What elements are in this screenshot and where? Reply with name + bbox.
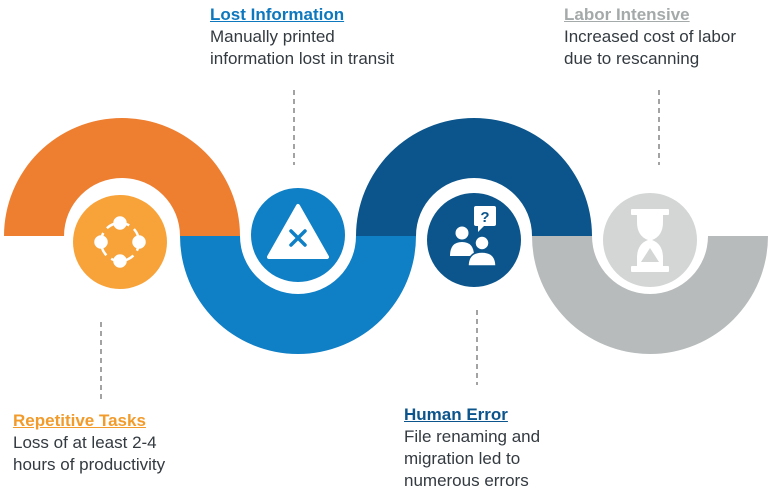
lost-information-desc: Manually printed information lost in tra… [210, 27, 395, 68]
arc-repetitive [4, 118, 240, 236]
warning-triangle-x-icon [267, 204, 329, 259]
node-repetitive [70, 192, 170, 292]
repetitive-tasks-desc: Loss of at least 2-4 hours of productivi… [13, 433, 166, 474]
labor-intensive-desc: Increased cost of labor due to rescannin… [564, 27, 736, 68]
node-lost [248, 185, 348, 285]
human-error-desc: File renaming and migration led to numer… [404, 427, 541, 490]
arc-lost [180, 236, 416, 354]
caption-human: Human Error File renaming and migration … [404, 404, 540, 492]
hourglass-icon [631, 209, 669, 272]
node-human: ? [424, 190, 524, 290]
arc-labor [532, 236, 768, 354]
labor-intensive-title: Labor Intensive [564, 5, 690, 24]
node-labor [600, 190, 700, 290]
caption-lost: Lost Information Manually printed inform… [210, 4, 394, 70]
lost-information-title: Lost Information [210, 5, 345, 24]
people-question-icon: ? [450, 206, 497, 267]
svg-text:?: ? [480, 209, 489, 226]
cycle-nodes-icon [94, 216, 146, 268]
repetitive-tasks-title: Repetitive Tasks [13, 411, 146, 430]
caption-labor: Labor Intensive Increased cost of labor … [564, 4, 736, 70]
human-error-title: Human Error [404, 405, 508, 424]
caption-repetitive: Repetitive Tasks Loss of at least 2-4 ho… [13, 410, 165, 476]
arc-human [356, 118, 592, 236]
